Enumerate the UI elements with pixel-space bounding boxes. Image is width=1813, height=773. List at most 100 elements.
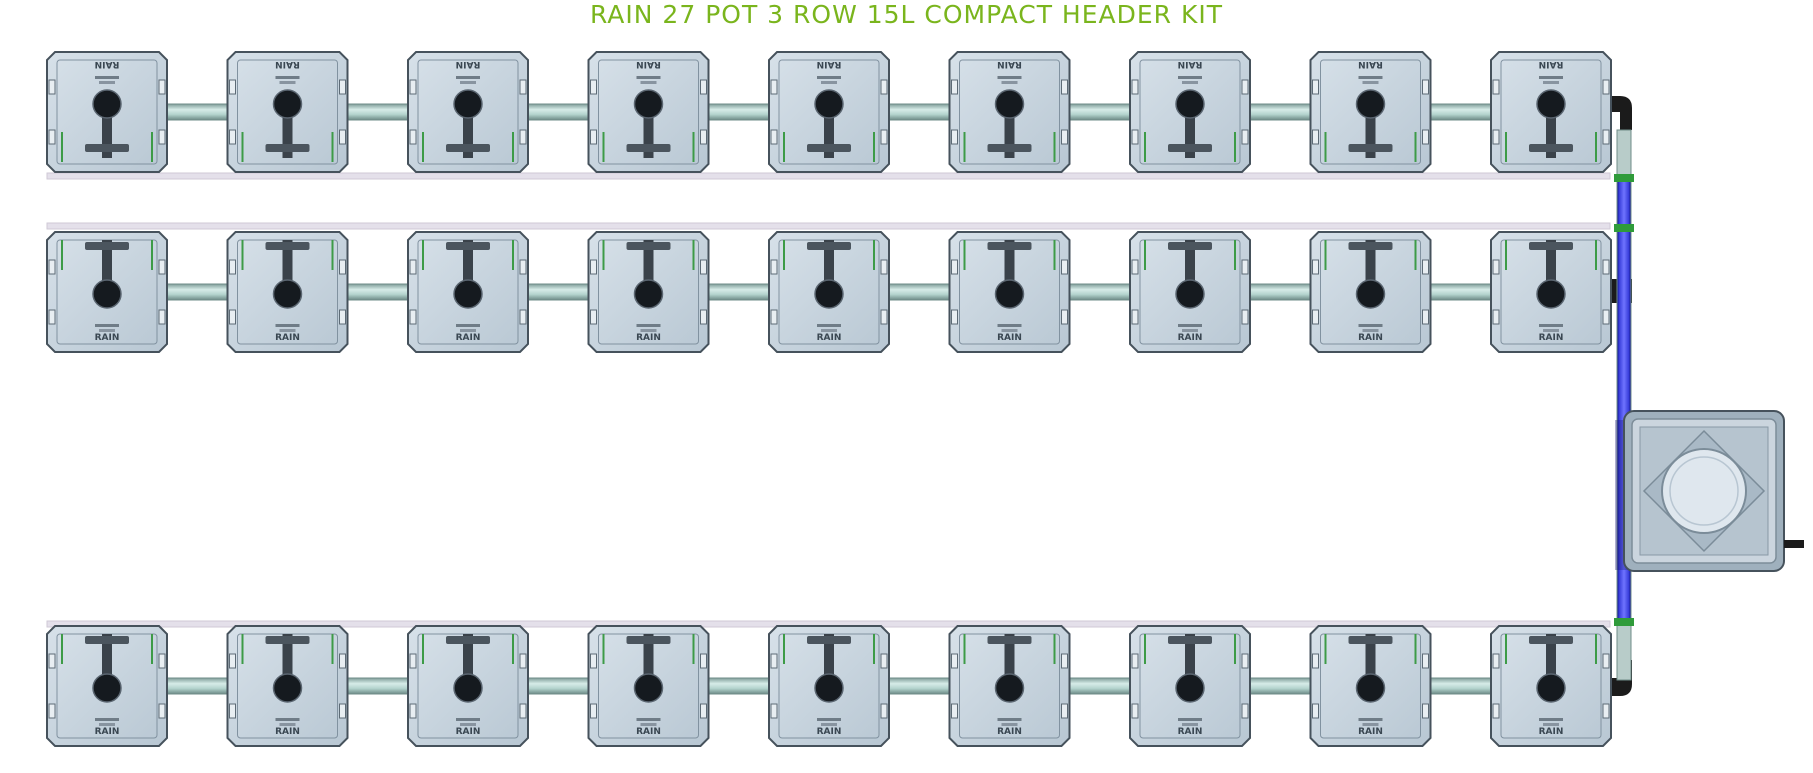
pot-clip — [1061, 309, 1068, 325]
pot-accent — [692, 132, 695, 162]
pot-hole — [814, 279, 844, 309]
pot-label: RAIN — [1358, 59, 1383, 69]
pot-r3-p8: RAIN — [1309, 625, 1432, 747]
pot-clip — [1312, 79, 1319, 95]
pot-r1-p9: RAIN — [1490, 51, 1612, 173]
pot-clip — [409, 309, 417, 325]
pot-clip — [48, 309, 56, 325]
pot-bracket — [1348, 636, 1393, 644]
pot-r2-p2: RAIN — [226, 231, 349, 353]
pot-clip — [1061, 703, 1068, 719]
pot-clip — [951, 309, 958, 325]
pot-r2-p4: RAIN — [587, 231, 710, 353]
pot-bracket — [1529, 636, 1573, 644]
pot-label-bar — [1539, 324, 1563, 327]
pot-label-bar — [95, 76, 119, 79]
pot-accent — [1053, 132, 1056, 162]
pot-label: RAIN — [997, 727, 1022, 737]
pot-label-bar — [99, 329, 115, 332]
pot-stem — [643, 634, 654, 688]
pot-label-bar — [1362, 329, 1379, 332]
pot-stem — [1365, 634, 1376, 688]
reservoir-hatch-ring — [1669, 456, 1739, 526]
pot-inner-panel — [959, 59, 1060, 165]
pot-accent — [873, 240, 875, 270]
pot-bracket — [446, 144, 490, 152]
pot-stem — [102, 634, 112, 688]
pot-stem — [282, 104, 293, 158]
pot-hole — [1536, 89, 1566, 119]
reservoir-hatch — [1661, 448, 1747, 534]
pot-clip — [1241, 259, 1249, 275]
pot-clip — [1061, 653, 1068, 669]
pot-label-bar — [99, 81, 115, 84]
pot-clip — [1422, 79, 1429, 95]
pot-stem — [282, 240, 293, 294]
pot-clip — [951, 653, 958, 669]
pot-label-bar — [640, 329, 657, 332]
pot-clip — [1422, 129, 1429, 145]
pot-label: RAIN — [1539, 59, 1564, 69]
pot-label: RAIN — [1539, 333, 1564, 343]
pot-stem — [102, 104, 112, 158]
pot-r3-p2: RAIN — [226, 625, 349, 747]
pot-label-bar — [279, 723, 296, 726]
pot-label-bar — [1001, 723, 1018, 726]
pot-accent — [61, 132, 63, 162]
pot-bracket — [626, 242, 671, 250]
pot-bracket — [85, 144, 129, 152]
pot-stem — [1546, 634, 1556, 688]
manifold-tee-2 — [1614, 224, 1634, 232]
pot-hole — [92, 279, 122, 309]
pot-accent — [1595, 132, 1597, 162]
pot-clip — [1492, 259, 1500, 275]
pot-clip — [880, 259, 888, 275]
pot-hole — [453, 279, 483, 309]
pot-r2-p3: RAIN — [407, 231, 529, 353]
pot-bracket — [1168, 144, 1212, 152]
pot-clip — [1492, 309, 1500, 325]
pot-hole — [1355, 89, 1386, 119]
pot-label-bar — [636, 718, 661, 721]
pot-label-bar — [275, 718, 300, 721]
pot-r1-p5: RAIN — [768, 51, 890, 173]
pot-stem — [824, 104, 834, 158]
pot-label-bar — [640, 723, 657, 726]
pot-hole — [633, 89, 664, 119]
pot-bracket — [265, 636, 310, 644]
pot-hole — [1536, 673, 1566, 703]
pot-accent — [512, 240, 514, 270]
pot-stem — [463, 240, 473, 294]
pot-stem — [1365, 104, 1376, 158]
pot-label-bar — [636, 324, 661, 327]
reservoir-outlet — [1784, 540, 1804, 548]
pot-clip — [1312, 129, 1319, 145]
pot-label-bar — [95, 718, 119, 721]
pot-bracket — [987, 242, 1032, 250]
pot-accent — [512, 132, 514, 162]
pot-label: RAIN — [817, 333, 842, 343]
pot-inner-panel — [1500, 59, 1602, 165]
pot-label: RAIN — [95, 59, 120, 69]
pot-clip — [519, 653, 527, 669]
pot-hole — [272, 673, 303, 703]
pot-clip — [1312, 309, 1319, 325]
pot-label-bar — [1362, 81, 1379, 84]
pot-inner-panel — [778, 59, 880, 165]
pot-label-bar — [1543, 81, 1559, 84]
pot-label-bar — [821, 329, 837, 332]
pot-hole — [994, 279, 1025, 309]
pot-clip — [48, 259, 56, 275]
pot-accent — [692, 634, 695, 664]
pot-clip — [770, 653, 778, 669]
pot-stem — [1546, 240, 1556, 294]
pot-clip — [590, 259, 597, 275]
pot-clip — [1241, 653, 1249, 669]
pot-clip — [880, 653, 888, 669]
pot-clip — [339, 129, 346, 145]
pot-clip — [158, 309, 166, 325]
pot-label-bar — [1539, 718, 1563, 721]
pot-hole — [1175, 89, 1205, 119]
pot-clip — [1131, 129, 1139, 145]
pot-accent — [873, 634, 875, 664]
